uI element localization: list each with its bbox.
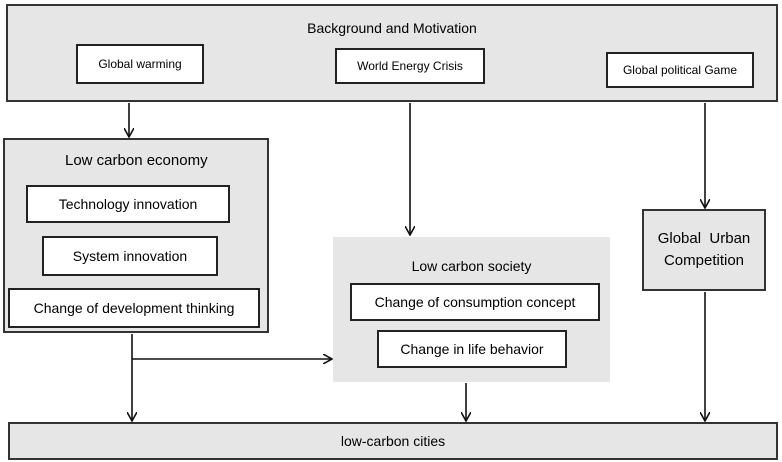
economy-title: Low carbon economy [65, 152, 208, 169]
global-warming-label: Global warming [98, 57, 182, 71]
system-innovation-box: System innovation [42, 236, 218, 276]
low-carbon-cities-box: low-carbon cities [8, 422, 778, 460]
technology-innovation-box: Technology innovation [26, 185, 230, 223]
low-carbon-cities-label: low-carbon cities [340, 433, 446, 449]
life-behavior-label: Change in life behavior [400, 341, 544, 357]
global-urban-competition-label: Global Urban Competition [657, 230, 755, 269]
consumption-concept-box: Change of consumption concept [350, 283, 600, 321]
world-energy-crisis-label: World Energy Crisis [357, 59, 463, 73]
development-thinking-label: Change of development thinking [33, 300, 235, 316]
technology-innovation-label: Technology innovation [58, 196, 198, 212]
global-political-game-label: Global political Game [622, 63, 738, 77]
background-title: Background and Motivation [307, 20, 477, 36]
system-innovation-label: System innovation [72, 248, 188, 264]
global-urban-competition-box: Global Urban Competition [642, 209, 766, 291]
society-title: Low carbon society [411, 258, 532, 274]
life-behavior-box: Change in life behavior [377, 330, 567, 368]
world-energy-crisis-box: World Energy Crisis [335, 48, 485, 84]
development-thinking-box: Change of development thinking [8, 288, 260, 328]
global-warming-box: Global warming [76, 44, 204, 84]
global-political-game-box: Global political Game [606, 52, 754, 88]
consumption-concept-label: Change of consumption concept [374, 294, 576, 310]
